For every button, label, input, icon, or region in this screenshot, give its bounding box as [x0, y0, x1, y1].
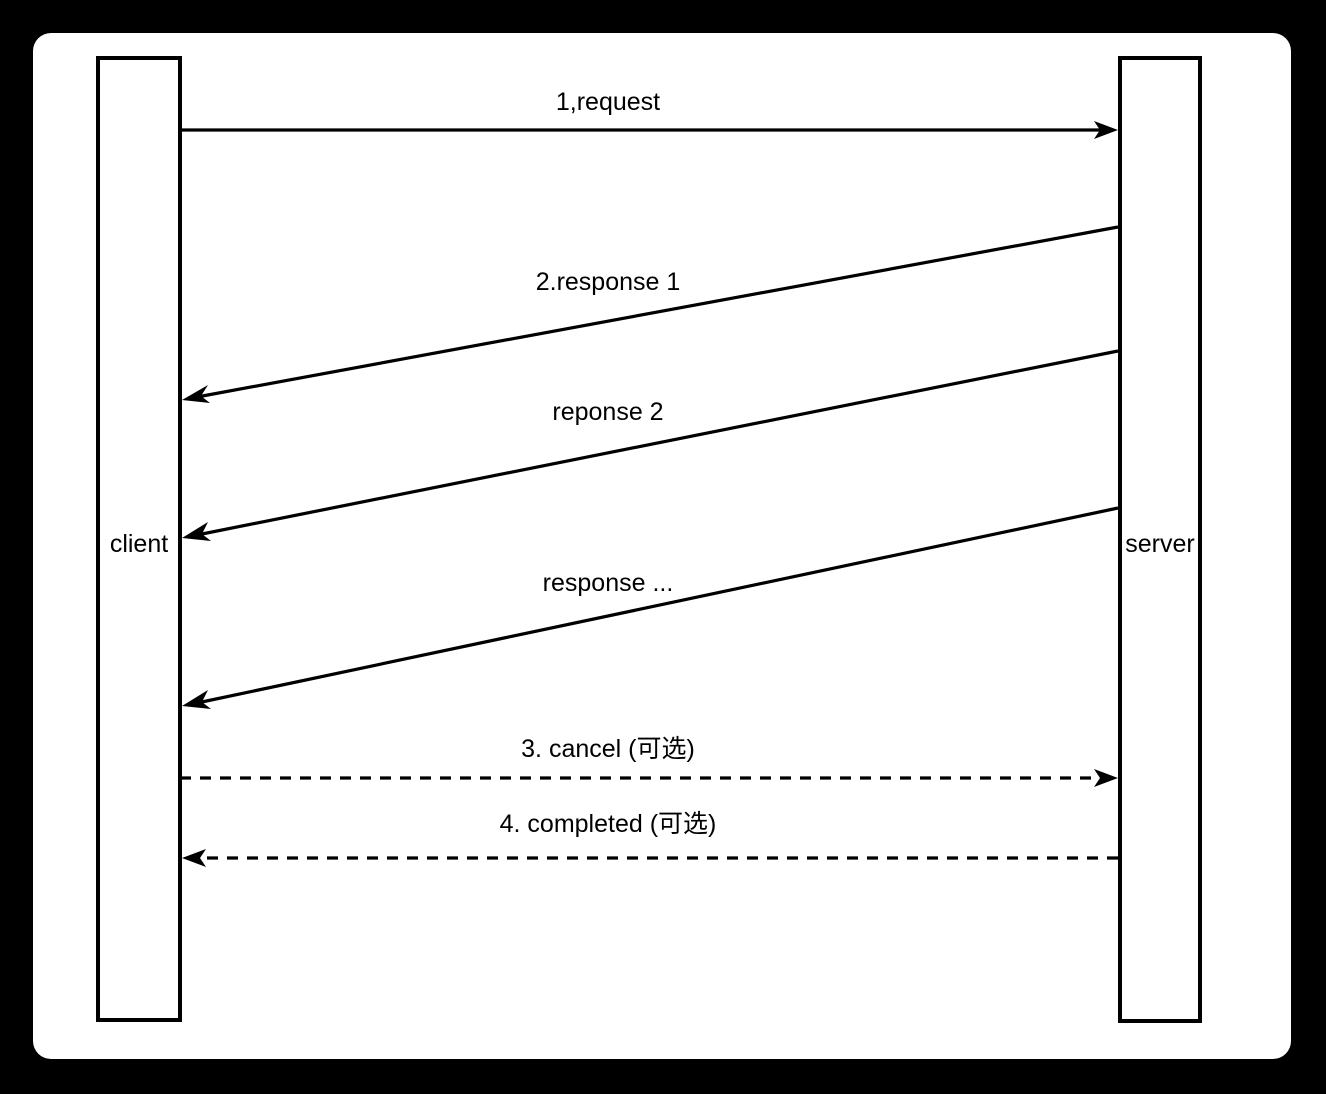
response-more-label: response ...: [543, 569, 674, 597]
cancel-label: 3. cancel (可选): [521, 735, 695, 763]
actor-client[interactable]: client: [96, 56, 182, 1022]
response-1-arrowhead: [182, 385, 210, 403]
diagram-card: [33, 33, 1291, 1059]
server-label: server: [1125, 530, 1194, 558]
completed-label: 4. completed (可选): [500, 810, 717, 838]
response-1-label: 2.response 1: [536, 268, 681, 296]
client-lifeline-box[interactable]: [96, 56, 182, 1022]
server-lifeline-box[interactable]: [1118, 56, 1202, 1023]
client-label: client: [110, 530, 168, 558]
message-response-2[interactable]: reponse 2: [182, 349, 1119, 541]
message-cancel[interactable]: 3. cancel (可选): [180, 735, 1118, 787]
request-arrowhead: [1094, 121, 1118, 139]
response-more-line: [196, 506, 1119, 705]
message-completed[interactable]: 4. completed (可选): [182, 810, 1118, 867]
response-2-line: [196, 349, 1119, 537]
response-2-label: reponse 2: [552, 398, 663, 426]
message-response-1[interactable]: 2.response 1: [182, 225, 1119, 403]
actor-server[interactable]: server: [1118, 56, 1202, 1023]
response-1-line: [196, 225, 1119, 399]
completed-arrowhead: [182, 849, 206, 867]
request-label: 1,request: [556, 88, 660, 116]
message-request[interactable]: 1,request: [180, 88, 1118, 139]
message-response-more[interactable]: response ...: [182, 506, 1119, 709]
response-more-arrowhead: [182, 690, 211, 709]
cancel-arrowhead: [1094, 769, 1118, 787]
response-2-arrowhead: [182, 522, 211, 541]
